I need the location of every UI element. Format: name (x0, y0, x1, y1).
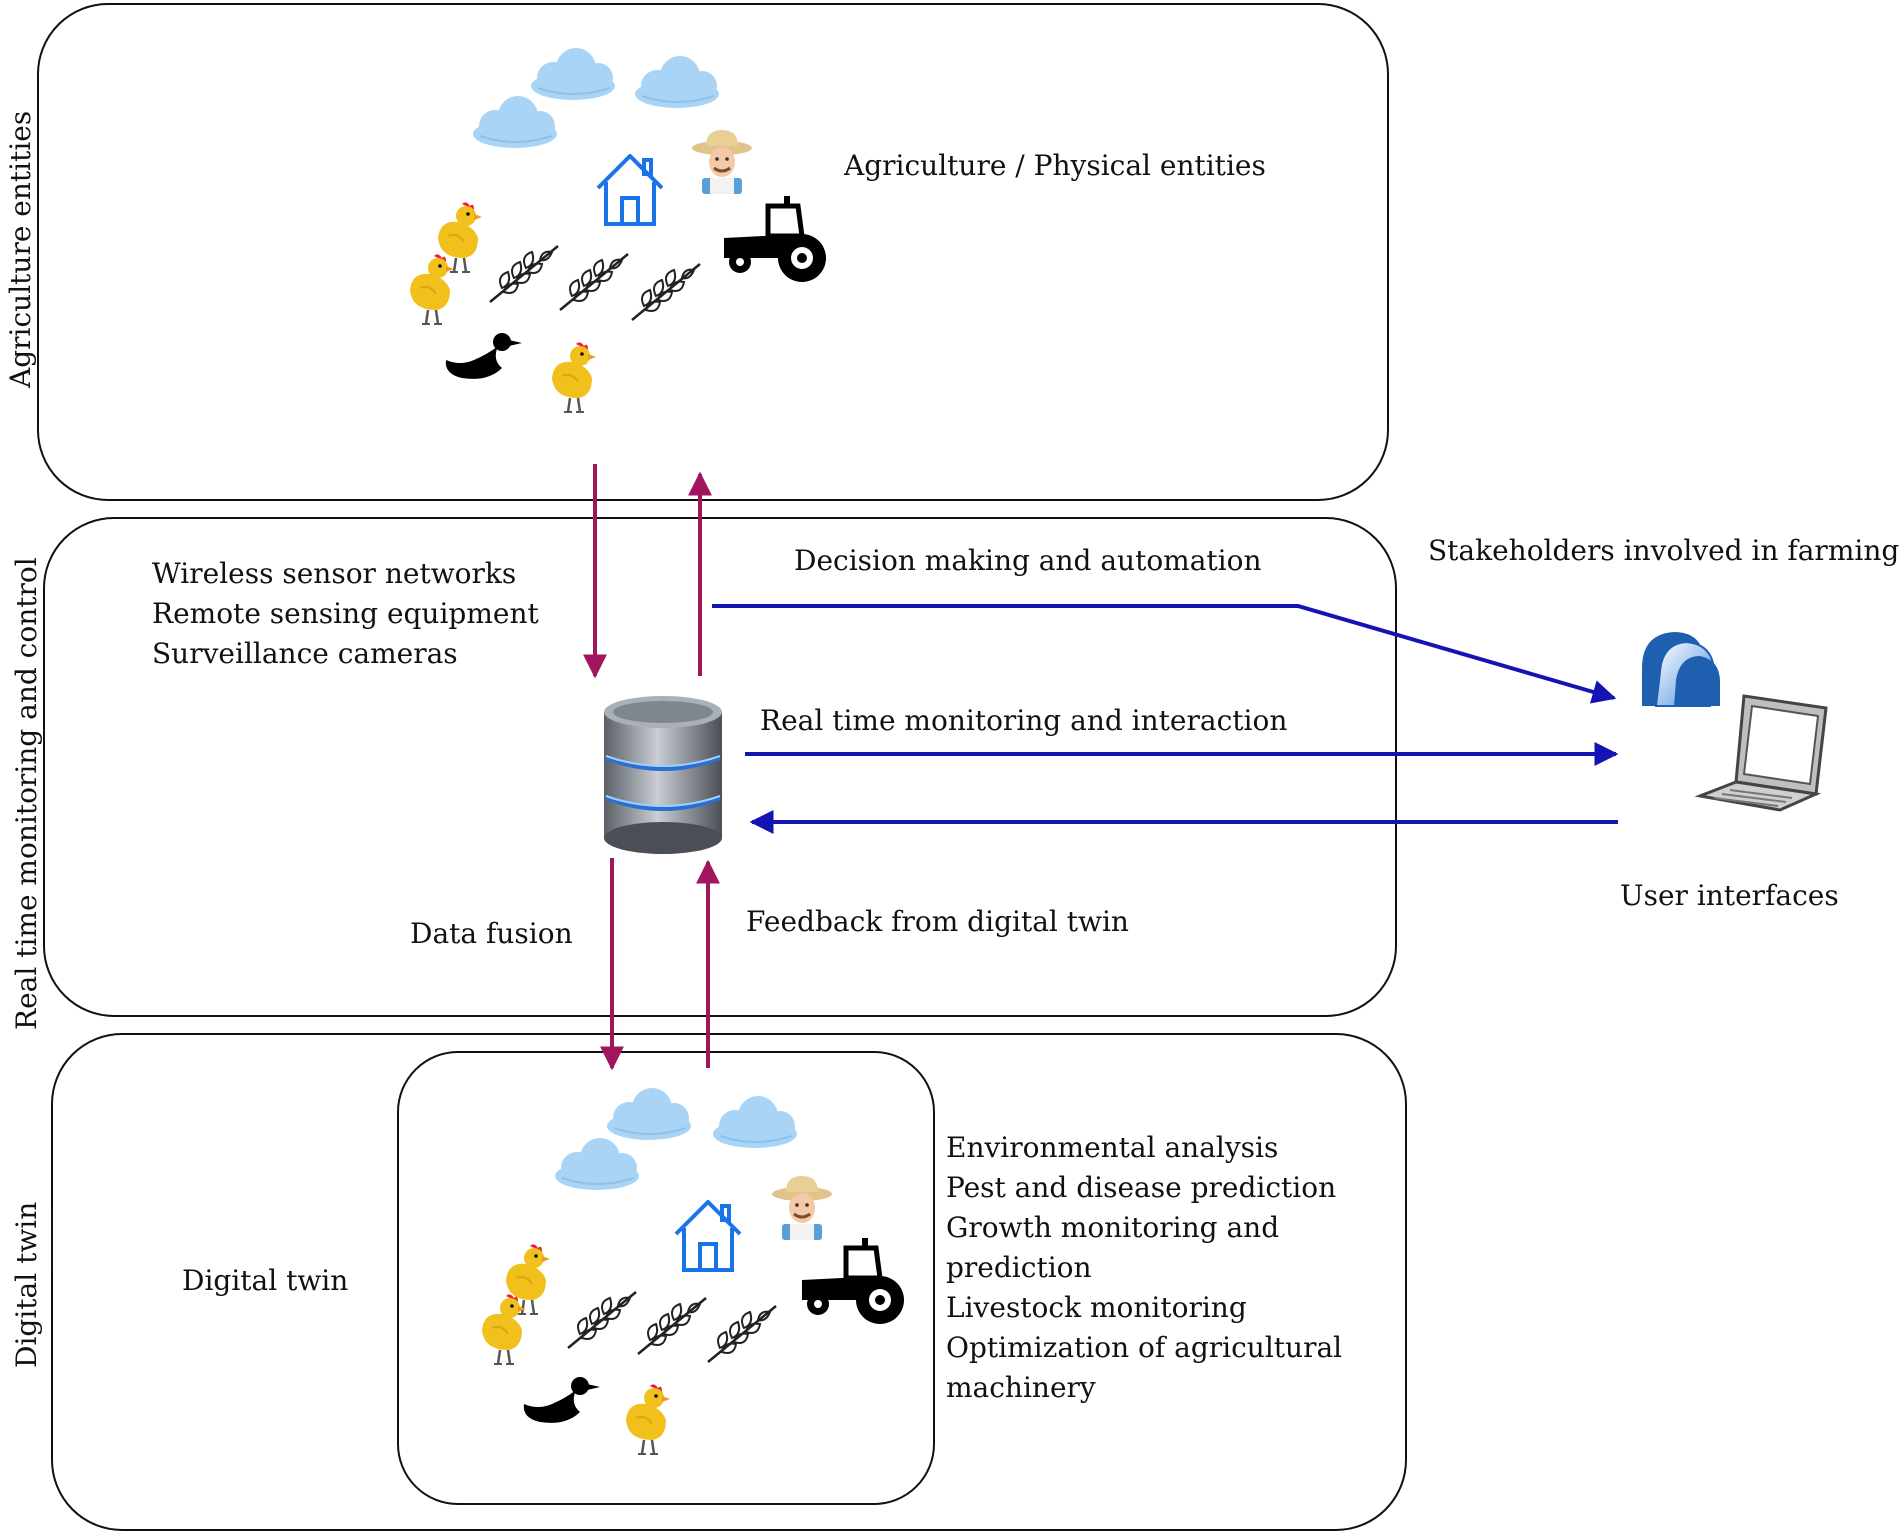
cloud-icon (606, 1087, 692, 1141)
wheat-icon (558, 252, 630, 312)
arrow-decision-to-stakeholders (712, 604, 1617, 704)
row-label-monitoring: Real time monitoring and control (10, 557, 43, 1030)
realtime-label: Real time monitoring and interaction (760, 704, 1288, 737)
row-label-agriculture: Agriculture entities (4, 110, 37, 388)
tractor-icon (724, 196, 826, 282)
twin-function-item: Pest and disease prediction (946, 1171, 1337, 1204)
twin-scene (480, 1087, 904, 1456)
house-icon (596, 154, 664, 226)
chicken-icon (624, 1383, 672, 1456)
agriculture-frame (37, 3, 1389, 501)
cloud-icon (554, 1137, 640, 1191)
user-interfaces-title: User interfaces (1620, 879, 1839, 912)
chicken-icon (480, 1293, 528, 1366)
wheat-icon (706, 1304, 778, 1364)
twin-frame (51, 1033, 1407, 1531)
twin-function-item: Growth monitoring and (946, 1211, 1280, 1244)
sensing-item: Surveillance cameras (152, 637, 458, 670)
physical-entities-title: Agriculture / Physical entities (844, 149, 1266, 182)
twin-box-title: Digital twin (182, 1264, 349, 1297)
wheat-icon (630, 262, 702, 322)
tractor-icon (802, 1238, 904, 1324)
stakeholders-title: Stakeholders involved in farming (1428, 534, 1900, 567)
twin-function-item: machinery (946, 1371, 1096, 1404)
sensing-list: Wireless sensor networks Remote sensing … (152, 554, 539, 674)
database-icon (604, 696, 722, 854)
monitoring-frame (43, 517, 1397, 1017)
chicken-icon (408, 253, 456, 326)
twin-function-item: Environmental analysis (946, 1131, 1279, 1164)
cloud-icon (530, 47, 616, 101)
farmer-icon (690, 128, 754, 196)
twin-function-item: Optimization of agricultural (946, 1331, 1343, 1364)
sensing-item: Remote sensing equipment (152, 597, 539, 630)
duck-icon (523, 1377, 600, 1423)
twin-inner-frame (397, 1051, 935, 1505)
physical-scene (408, 47, 826, 414)
wheat-icon (488, 244, 560, 304)
cloud-icon (472, 95, 558, 149)
twin-functions-list: Environmental analysis Pest and disease … (946, 1128, 1342, 1408)
row-label-twin: Digital twin (10, 1201, 43, 1368)
laptop-icon (1694, 694, 1828, 812)
duck-icon (445, 333, 522, 379)
cloud-icon (634, 55, 720, 109)
farmer-icon (770, 1174, 834, 1242)
data-fusion-label: Data fusion (410, 917, 573, 950)
feedback-label: Feedback from digital twin (746, 905, 1129, 938)
house-icon (674, 1200, 742, 1272)
chicken-icon (550, 341, 598, 414)
wheat-icon (636, 1296, 708, 1356)
sensing-item: Wireless sensor networks (152, 557, 517, 590)
decision-label: Decision making and automation (794, 544, 1262, 577)
twin-function-item: Livestock monitoring (946, 1291, 1247, 1324)
cloud-icon (712, 1095, 798, 1149)
people-icon (1638, 626, 1720, 708)
wheat-icon (566, 1290, 638, 1350)
twin-function-item: prediction (946, 1251, 1092, 1284)
